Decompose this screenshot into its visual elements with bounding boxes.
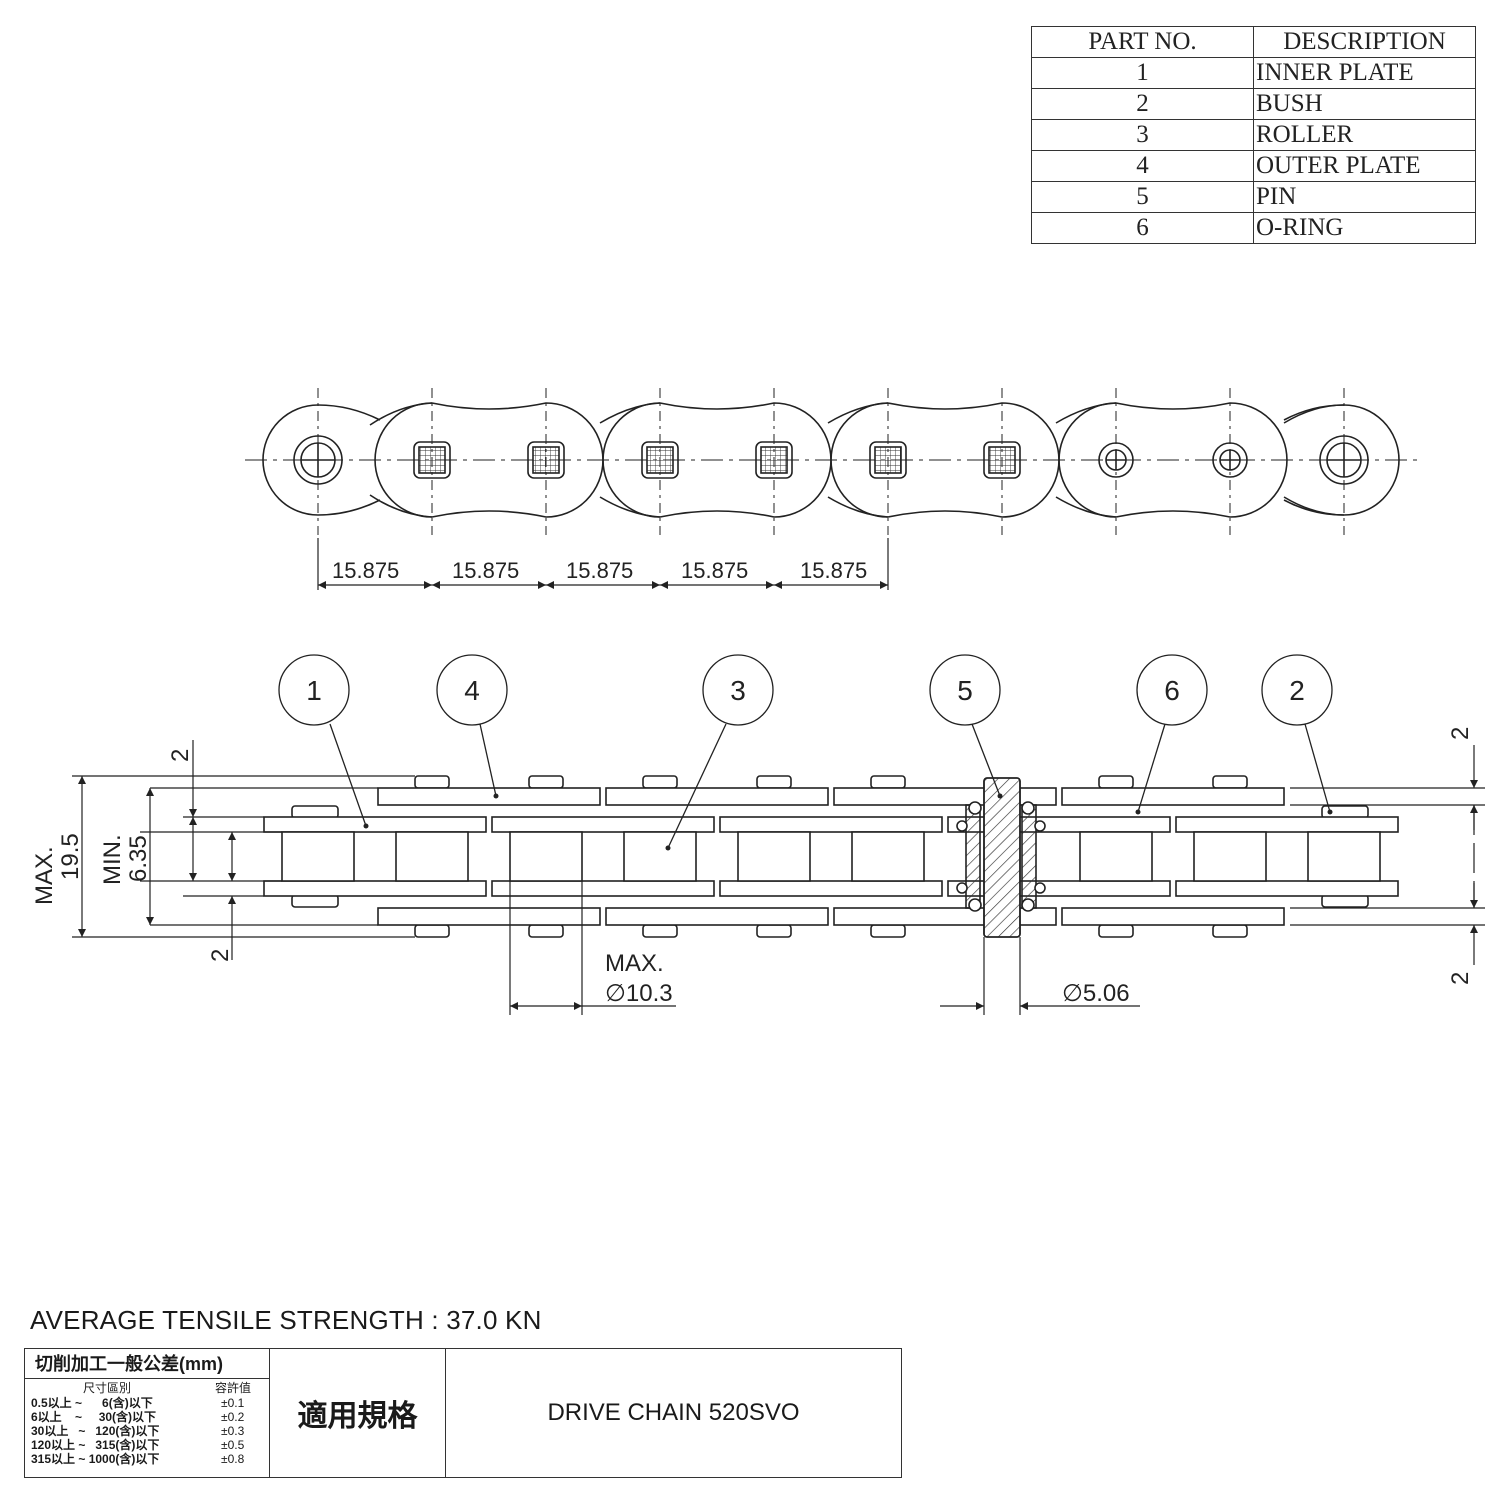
tolerance-range: 6以上 ~ 30(含)以下 bbox=[31, 1410, 157, 1424]
tolerance-range: 0.5以上 ~ 6(含)以下 bbox=[31, 1396, 153, 1410]
tolerance-row: 30以上 ~ 120(含)以下 ±0.3 bbox=[31, 1424, 269, 1438]
table-row: 6 O-RING bbox=[1031, 212, 1476, 244]
tolerance-range: 315以上 ~ 1000(含)以下 bbox=[31, 1452, 160, 1466]
tolerance-value: ±0.5 bbox=[221, 1438, 245, 1452]
tolerance-value: ±0.2 bbox=[221, 1410, 245, 1424]
link-outline bbox=[602, 402, 832, 518]
part-no: 1 bbox=[1031, 57, 1254, 89]
balloon-label: 4 bbox=[464, 675, 480, 706]
col-tol-header: 容許值 bbox=[215, 1381, 252, 1395]
pin-heads bbox=[291, 775, 1369, 938]
pitch-label: 15.875 bbox=[566, 558, 633, 583]
dim-pin-value: ∅5.06 bbox=[1062, 980, 1130, 1007]
chain-top-view bbox=[245, 388, 1420, 535]
col-range-header: 尺寸區別 bbox=[83, 1381, 132, 1395]
pitch-label: 15.875 bbox=[452, 558, 519, 583]
link-outline bbox=[1058, 402, 1288, 518]
part-description: PIN bbox=[1253, 181, 1476, 213]
leader-dots bbox=[363, 793, 1333, 851]
tolerance-title: 切削加工一般公差(mm) bbox=[25, 1349, 269, 1379]
balloon-label: 6 bbox=[1164, 675, 1180, 706]
dim-max-label: MAX. bbox=[31, 846, 58, 905]
header-description: DESCRIPTION bbox=[1253, 26, 1476, 58]
tolerance-row: 0.5以上 ~ 6(含)以下 ±0.1 bbox=[31, 1396, 269, 1410]
link-outline bbox=[374, 402, 604, 518]
parts-table: PART NO. DESCRIPTION 1 INNER PLATE 2 BUS… bbox=[1031, 26, 1476, 244]
tolerance-row: 6以上 ~ 30(含)以下 ±0.2 bbox=[31, 1410, 269, 1424]
dim-max-value: 19.5 bbox=[57, 833, 84, 880]
inner-plates bbox=[263, 816, 1399, 897]
part-no: 5 bbox=[1031, 181, 1254, 213]
part-no: 6 bbox=[1031, 212, 1254, 244]
balloon-label: 3 bbox=[730, 675, 746, 706]
table-row: 3 ROLLER bbox=[1031, 119, 1476, 151]
part-description: OUTER PLATE bbox=[1253, 150, 1476, 182]
applicable-spec: 適用規格 bbox=[270, 1349, 446, 1477]
balloon-label: 1 bbox=[306, 675, 322, 706]
callouts bbox=[278, 654, 1333, 849]
dim-roller-value: ∅10.3 bbox=[605, 980, 673, 1007]
dim-min-label: MIN. bbox=[99, 834, 126, 885]
tolerance-row: 315以上 ~ 1000(含)以下 ±0.8 bbox=[31, 1452, 269, 1466]
part-description: BUSH bbox=[1253, 88, 1476, 120]
model-name: DRIVE CHAIN 520SVO bbox=[547, 1399, 800, 1426]
tolerance-value: ±0.8 bbox=[221, 1452, 245, 1466]
tolerance-row: 120以上 ~ 315(含)以下 ±0.5 bbox=[31, 1438, 269, 1452]
header-part-no: PART NO. bbox=[1031, 26, 1254, 58]
sectioned-pin bbox=[956, 777, 1046, 938]
balloon-label: 2 bbox=[1289, 675, 1305, 706]
table-row: 5 PIN bbox=[1031, 181, 1476, 213]
table-row: 4 OUTER PLATE bbox=[1031, 150, 1476, 182]
part-no: 3 bbox=[1031, 119, 1254, 151]
link-outline bbox=[830, 402, 1060, 518]
table-row: 1 INNER PLATE bbox=[1031, 57, 1476, 89]
pitch-labels: 15.875 15.875 15.875 15.875 15.875 bbox=[332, 558, 867, 583]
pitch-label: 15.875 bbox=[681, 558, 748, 583]
parts-table-header: PART NO. DESCRIPTION bbox=[1031, 26, 1476, 58]
dim-right-bottom: 2 bbox=[1447, 972, 1474, 985]
rollers bbox=[281, 831, 1381, 882]
tolerance-value: ±0.1 bbox=[221, 1396, 245, 1410]
part-description: O-RING bbox=[1253, 212, 1476, 244]
part-description: INNER PLATE bbox=[1253, 57, 1476, 89]
dim-right-top: 2 bbox=[1447, 727, 1474, 740]
tolerance-range: 30以上 ~ 120(含)以下 bbox=[31, 1424, 160, 1438]
pitch-label: 15.875 bbox=[332, 558, 399, 583]
chain-side-view bbox=[263, 775, 1399, 938]
dim-left-bottom: 2 bbox=[207, 949, 234, 962]
dim-min-value: 6.35 bbox=[125, 835, 152, 882]
pitch-dimensions bbox=[317, 538, 889, 590]
tensile-strength: AVERAGE TENSILE STRENGTH : 37.0 KN bbox=[30, 1305, 542, 1335]
pitch-label: 15.875 bbox=[800, 558, 867, 583]
chain-drawing: 15.875 15.875 15.875 15.875 15.875 bbox=[31, 388, 1485, 1015]
balloon-label: 5 bbox=[957, 675, 973, 706]
dim-roller-label: MAX. bbox=[605, 950, 664, 977]
part-no: 4 bbox=[1031, 150, 1254, 182]
tolerance-range: 120以上 ~ 315(含)以下 bbox=[31, 1438, 160, 1452]
tolerance-value: ±0.3 bbox=[221, 1424, 245, 1438]
part-description: ROLLER bbox=[1253, 119, 1476, 151]
tolerance-table: 切削加工一般公差(mm) 尺寸區別 容許值 0.5以上 ~ 6(含)以下 ±0.… bbox=[25, 1349, 270, 1477]
dim-left-top: 2 bbox=[167, 749, 194, 762]
side-dimensions bbox=[72, 740, 1485, 1015]
title-block: 切削加工一般公差(mm) 尺寸區別 容許值 0.5以上 ~ 6(含)以下 ±0.… bbox=[24, 1348, 902, 1478]
bush-squares bbox=[413, 441, 1021, 479]
